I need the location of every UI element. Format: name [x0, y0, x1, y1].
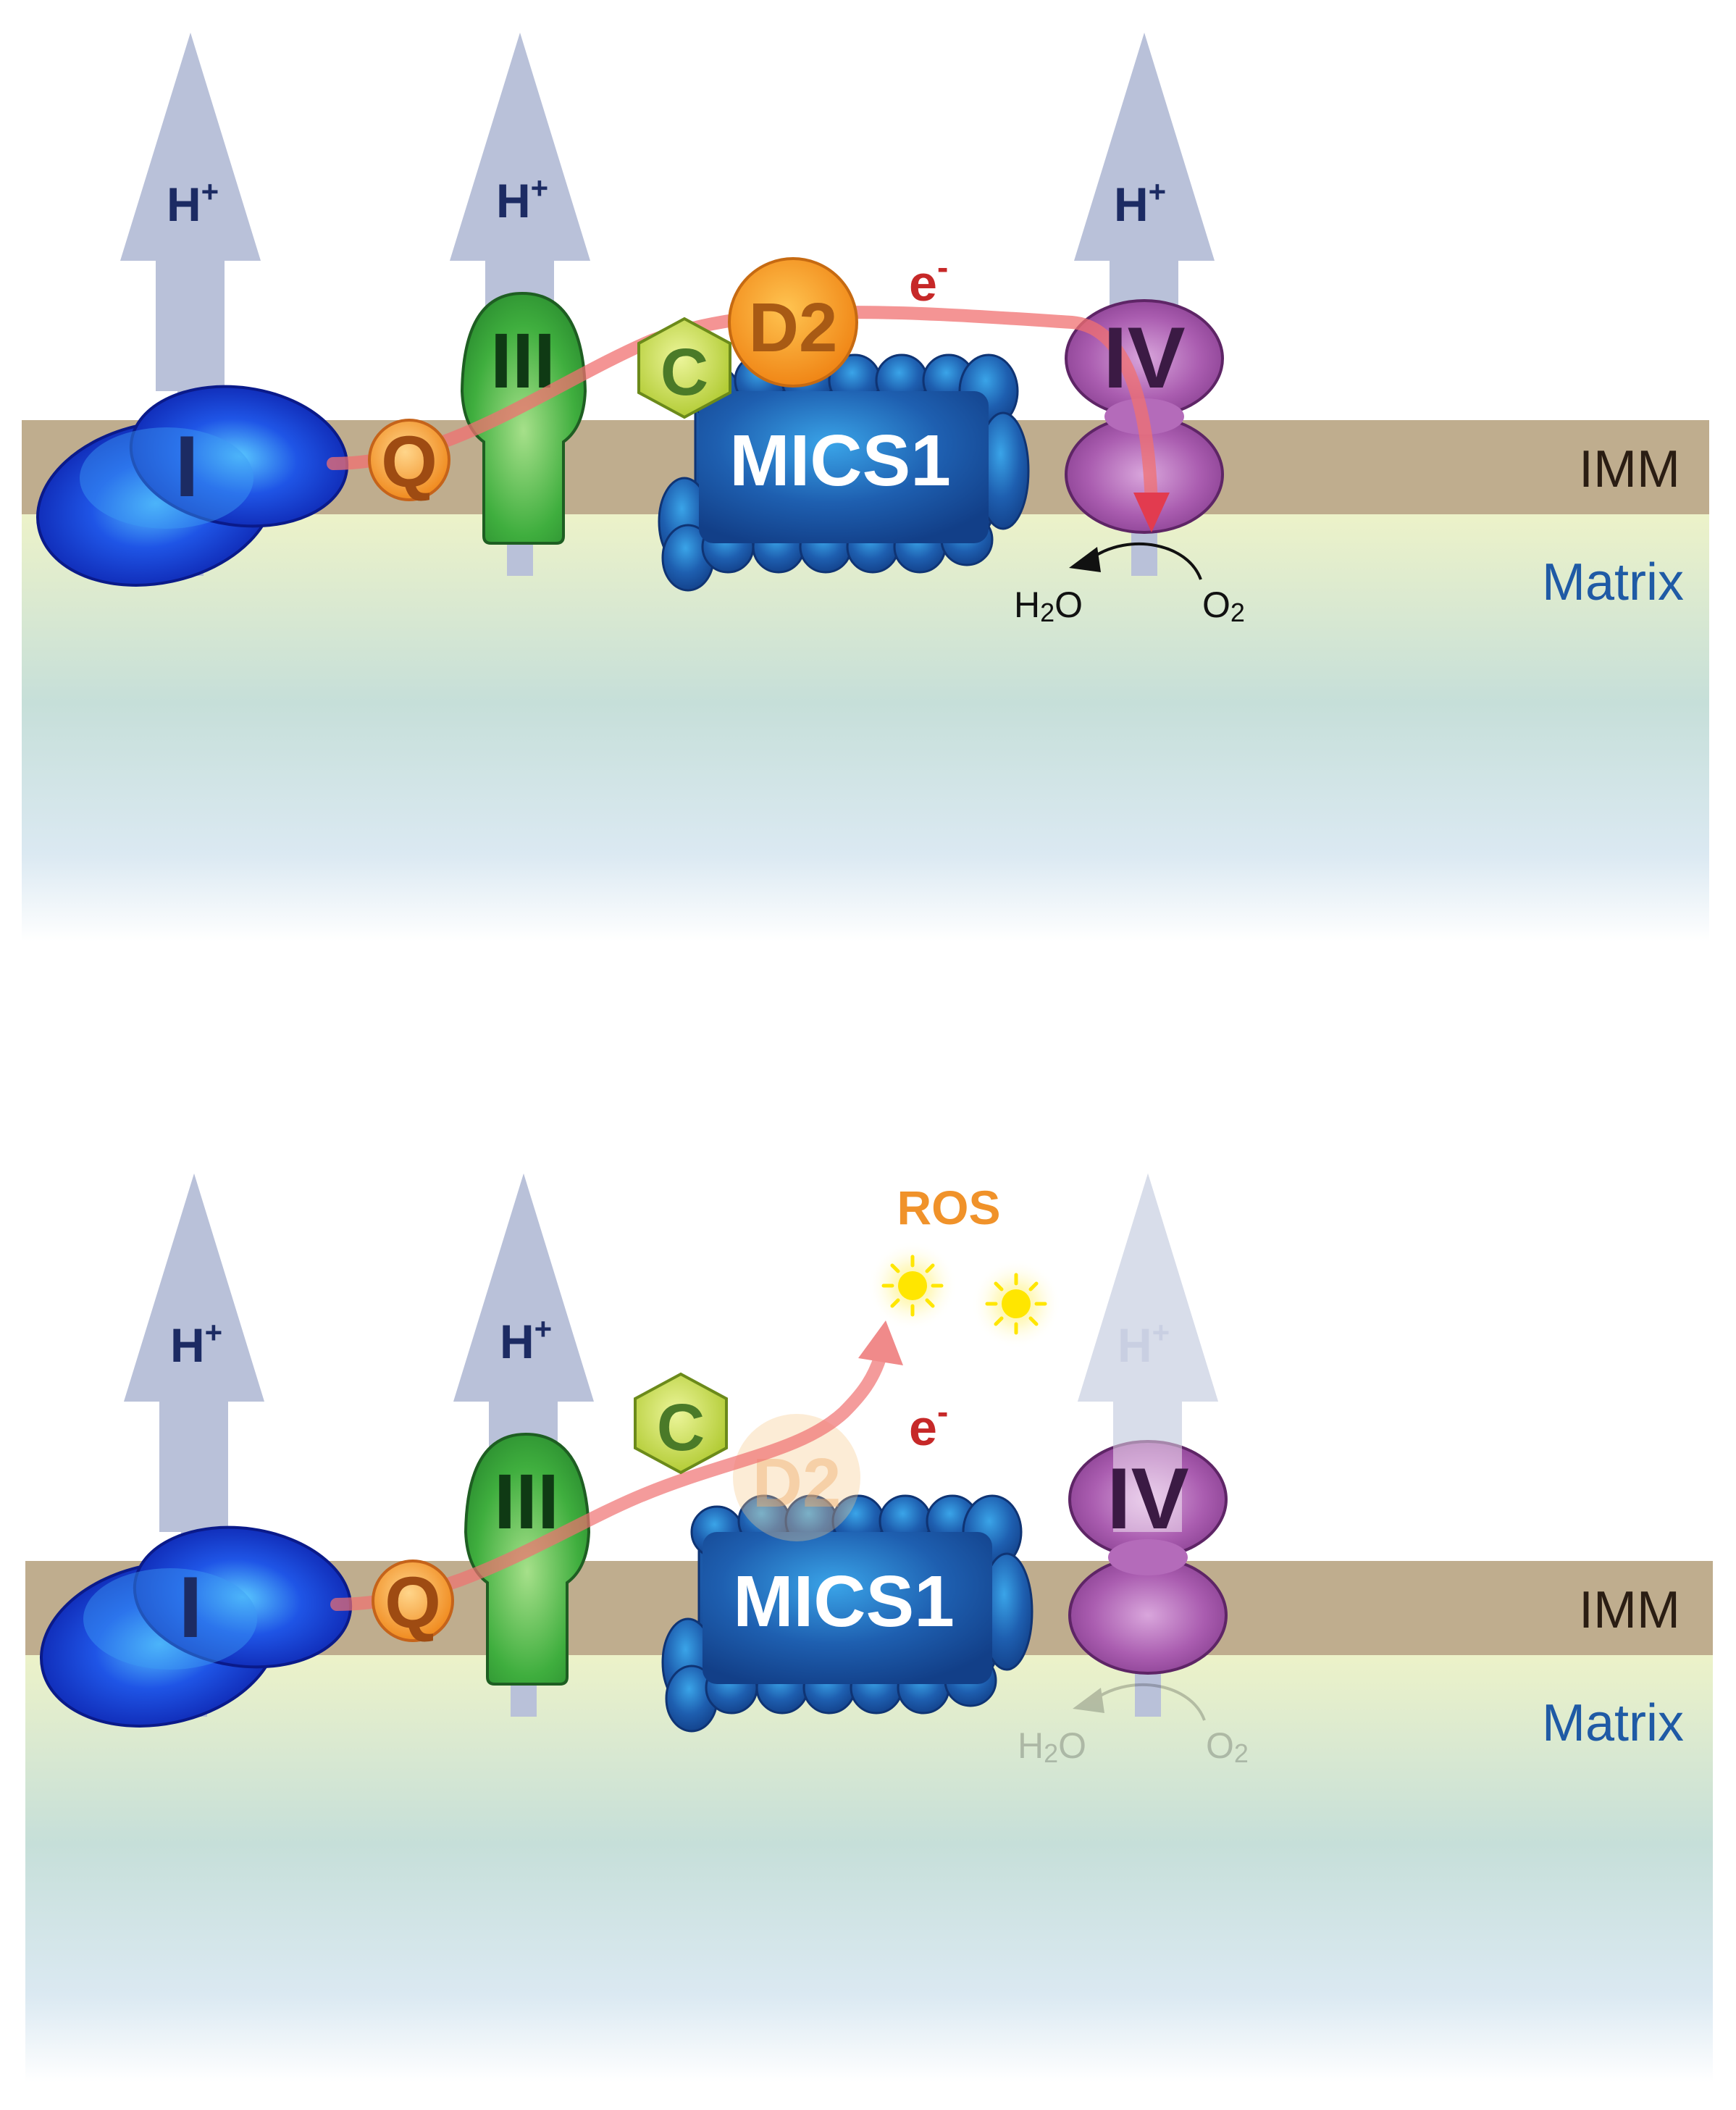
cytochrome-c-hexagon-b [634, 1372, 728, 1475]
d2-circle [728, 257, 858, 388]
proton-label-three-b: H+ [500, 1312, 552, 1368]
matrix-label-b: Matrix [1542, 1694, 1684, 1752]
cytochrome-c-hexagon [637, 317, 731, 419]
d2-label: D2 [749, 289, 838, 367]
ros-label: ROS [897, 1181, 1000, 1234]
oxygen-label-a: O2 [1202, 585, 1245, 627]
panel-a: H+ H+ H+ I III Q C D2 MICS1 IV e- [20, 31, 1711, 943]
electron-arrowhead-b [858, 1320, 903, 1365]
quinone-circle-b [372, 1560, 454, 1642]
proton-label-four: H+ [1114, 175, 1166, 231]
cytochrome-c-label: C [661, 335, 708, 409]
reaction-arc-a [1091, 543, 1202, 580]
cytochrome-c-label-b: C [657, 1391, 705, 1465]
oxygen-label-b: O2 [1206, 1725, 1249, 1768]
d2-circle-faded [733, 1414, 860, 1541]
membrane-label-b: IMM [1579, 1581, 1680, 1639]
quinone-label: Q [381, 422, 437, 503]
proton-label-one-b: H+ [170, 1315, 222, 1372]
water-label-a: H2O [1014, 585, 1083, 627]
complex-four-label: IV [1103, 309, 1185, 406]
quinone-circle [368, 419, 450, 501]
reaction-arc-b [1094, 1683, 1206, 1721]
membrane-label-a: IMM [1579, 440, 1680, 498]
proton-label-four-b: H+ [1118, 1315, 1170, 1372]
complex-one-label-b: I [178, 1559, 202, 1656]
quinone-label-b: Q [385, 1562, 441, 1644]
mics1-label-b: MICS1 [733, 1561, 955, 1642]
electron-path-b [330, 1352, 886, 1611]
proton-label-one: H+ [167, 175, 219, 231]
ros-star-two [971, 1259, 1061, 1349]
complex-one-label: I [175, 418, 198, 515]
electron-arrowhead-a [1133, 493, 1170, 532]
mics1-label: MICS1 [729, 420, 951, 501]
electron-label-a: e- [909, 248, 948, 311]
proton-label-three: H+ [496, 171, 548, 227]
ros-star-one [868, 1241, 957, 1331]
complex-four-label-b: IV [1107, 1450, 1188, 1547]
matrix-label-a: Matrix [1542, 553, 1684, 611]
complex-three-label-b: III [494, 1457, 559, 1545]
reaction-arrowhead-b [1073, 1688, 1104, 1713]
panel-b: H+ H+ H+ I III D2 e- Q C MICS1 IV [24, 1172, 1714, 2084]
reaction-arrowhead-a [1069, 547, 1101, 572]
water-label-b: H2O [1018, 1725, 1086, 1768]
electron-label-b: e- [909, 1393, 948, 1456]
